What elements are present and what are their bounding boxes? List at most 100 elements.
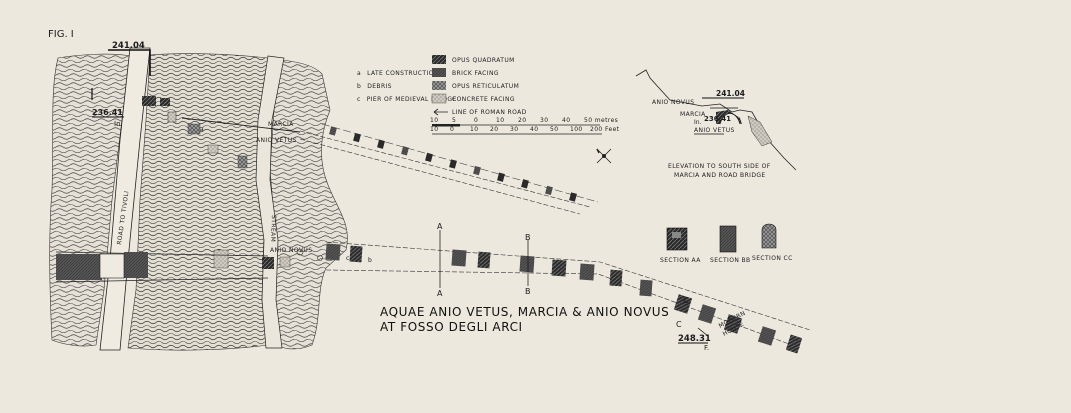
scale-tick-label: 30 — [540, 117, 548, 124]
pier-block — [329, 126, 337, 136]
svg-text:ANIO VETUS: ANIO VETUS — [694, 127, 735, 134]
section-markers: A A B B C C c b a — [200, 126, 689, 329]
lower-piers — [325, 243, 803, 354]
scale-tick-label: 5 — [452, 117, 456, 124]
scale-tick-label: 40 — [530, 126, 538, 133]
svg-text:MARCIA: MARCIA — [680, 111, 706, 118]
svg-text:b: b — [368, 257, 372, 264]
pier-block — [401, 146, 409, 156]
figure-title-line1: AQUAE ANIO VETUS, MARCIA & ANIO NOVUS — [380, 305, 669, 319]
svg-text:241.04: 241.04 — [716, 89, 745, 98]
svg-text:A: A — [437, 289, 443, 298]
svg-text:248.31: 248.31 — [678, 334, 711, 344]
elevation-marker-left: 241.04 236.41 In. — [91, 41, 156, 128]
pier-block — [349, 245, 363, 263]
svg-text:C: C — [676, 320, 682, 329]
svg-text:In.: In. — [694, 119, 702, 126]
pier-block — [425, 152, 433, 163]
scale-tick-label: 10 — [430, 126, 438, 133]
section-cc: SECTION CC — [752, 223, 793, 262]
scale-tick-label: 10 — [470, 126, 478, 133]
pier-block — [353, 132, 361, 143]
svg-text:SECTION AA: SECTION AA — [660, 257, 701, 264]
stream-band — [255, 55, 285, 349]
stream-label: STREAM — [269, 215, 277, 242]
svg-text:SECTION BB: SECTION BB — [710, 257, 751, 264]
legend: OPUS QUADRATUM BRICK FACING OPUS RETICUL… — [431, 55, 527, 116]
scale-tick-label: 20 — [518, 117, 526, 124]
pier-block — [569, 192, 577, 202]
upper-piers — [329, 126, 577, 202]
pier-block — [519, 255, 535, 273]
scale-tick-label: 50 — [550, 126, 558, 133]
pier-block — [325, 243, 341, 261]
legend-swatch-reticulatum — [432, 81, 446, 90]
scale-tick-label: 200 Feet — [590, 126, 620, 133]
figure-label: FIG. I — [48, 29, 74, 40]
marcia-conduit: MARCIA ANIO VETUS — [181, 117, 599, 215]
pier-block — [579, 263, 595, 281]
svg-text:B: B — [525, 233, 531, 242]
pier-block — [697, 304, 717, 324]
pier-block — [551, 259, 567, 277]
pier-block — [723, 314, 743, 334]
scale-tick-label: 40 — [562, 117, 570, 124]
pier-block — [673, 294, 693, 314]
scale-tick-label: 10 — [496, 117, 504, 124]
svg-text:236.41: 236.41 — [92, 108, 123, 117]
legend-road-arrow-icon — [433, 108, 448, 116]
pier-block — [377, 139, 385, 149]
pier-block — [639, 279, 653, 297]
svg-text:236.41: 236.41 — [704, 115, 731, 123]
section-aa: SECTION AA — [660, 227, 701, 264]
pier-block — [449, 159, 457, 169]
svg-text:ANIO VETUS: ANIO VETUS — [256, 137, 297, 144]
figure-title-line2: AT FOSSO DEGLI ARCI — [380, 320, 523, 334]
pier-block — [609, 269, 623, 287]
svg-text:ANIO NOVUS: ANIO NOVUS — [270, 247, 312, 254]
pier-block — [521, 179, 529, 189]
scale-tick-label: 50 metres — [584, 117, 618, 124]
scale-tick-label: 10 — [430, 117, 438, 124]
legend-label-brick: BRICK FACING — [452, 70, 499, 77]
pier-block — [757, 326, 777, 346]
legend-label-concrete: CONCRETE FACING — [452, 96, 515, 103]
pier-block — [451, 249, 467, 267]
svg-text:c: c — [346, 255, 349, 262]
legend-swatch-quadratum — [432, 55, 446, 64]
north-compass-icon — [596, 148, 612, 164]
section-bb: SECTION BB — [710, 225, 751, 264]
ruins — [160, 98, 323, 269]
svg-text:ANIO NOVUS: ANIO NOVUS — [652, 99, 694, 106]
svg-text:SECTION CC: SECTION CC — [752, 255, 793, 262]
pier-block — [497, 172, 505, 182]
svg-text:MARCIA: MARCIA — [268, 121, 294, 128]
svg-text:a: a — [200, 126, 204, 133]
svg-text:241.04: 241.04 — [112, 41, 145, 51]
legend-label-quadratum: OPUS QUADRATUM — [452, 57, 515, 64]
svg-text:C: C — [683, 296, 689, 305]
terrain-east-bank — [269, 59, 348, 350]
legend-swatch-concrete — [431, 93, 447, 104]
pier-block — [477, 251, 491, 269]
scale-tick-label: 100 — [570, 126, 583, 133]
svg-text:B: B — [525, 287, 531, 296]
legend-label-road: LINE OF ROMAN ROAD — [452, 109, 527, 116]
legend-label-reticulatum: OPUS RETICULATUM — [452, 83, 519, 90]
scale-tick-label: 0 — [450, 126, 454, 133]
scale-tick-label: 20 — [490, 126, 498, 133]
elevation-caption-2: MARCIA AND ROAD BRIDGE — [674, 172, 766, 179]
pier-block — [545, 185, 553, 196]
svg-text:F.: F. — [704, 344, 709, 352]
pier-block — [473, 165, 481, 176]
scale-tick-label: 30 — [510, 126, 518, 133]
scale-tick-label: 0 — [474, 117, 478, 124]
elevation-caption-1: ELEVATION TO SOUTH SIDE OF — [668, 163, 771, 170]
elevation-inset: ANIO NOVUS 241.04 MARCIA In. 236.41 ANIO… — [635, 69, 797, 179]
